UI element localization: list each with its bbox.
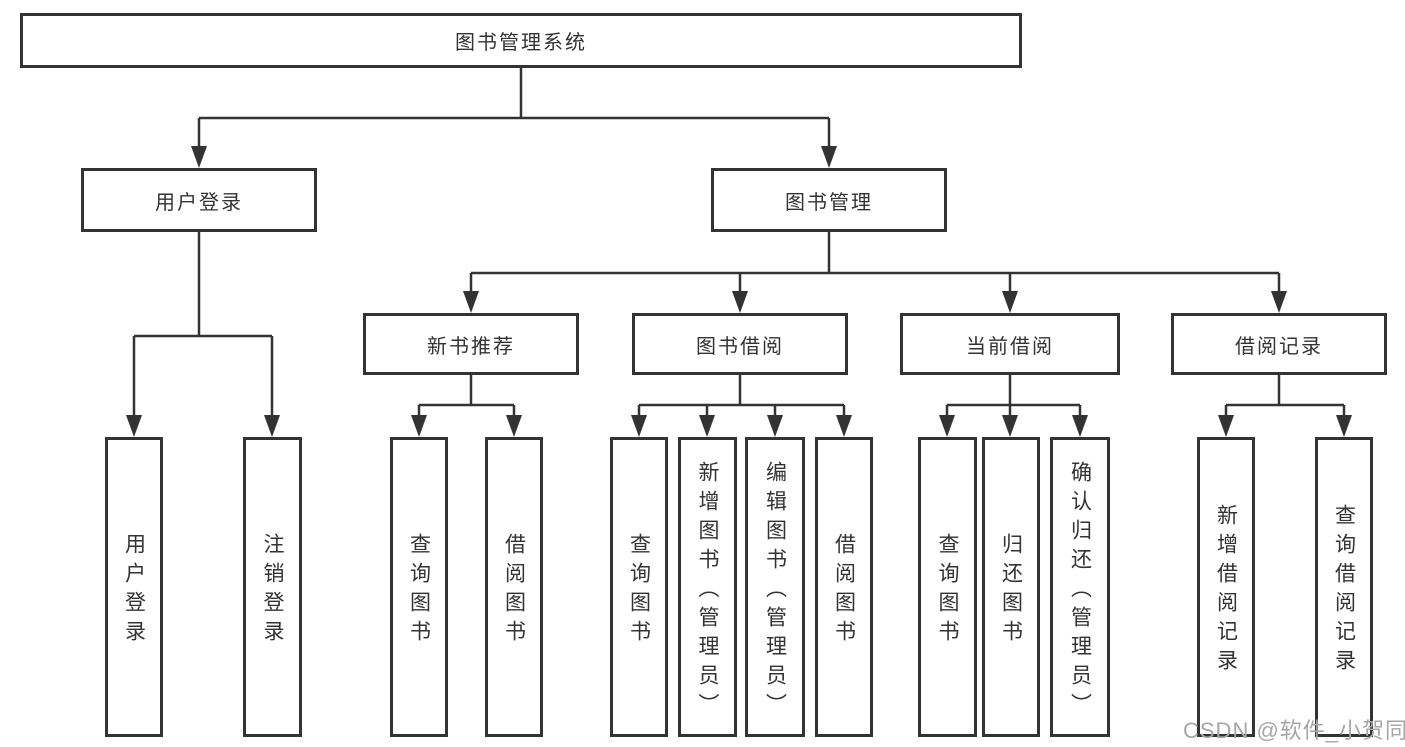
node-book-management: 图书管理 (711, 168, 947, 232)
node-new-book-recommend: 新书推荐 (363, 313, 579, 375)
node-label: 借阅图书 (502, 533, 526, 649)
leaf-search-books-current: 查询图书 (918, 437, 977, 737)
node-label: 当前借阅 (966, 335, 1054, 358)
node-label: 新增借阅记录 (1214, 504, 1238, 678)
leaf-confirm-return-admin: 确认归还（管理员） (1050, 437, 1110, 737)
leaf-return-books: 归还图书 (982, 437, 1040, 737)
leaf-user-login: 用户登录 (105, 437, 163, 737)
node-book-borrowing: 图书借阅 (632, 313, 848, 375)
node-label: 图书管理系统 (455, 32, 587, 54)
node-label: 新增图书（管理员） (696, 460, 719, 722)
node-user-login: 用户登录 (81, 168, 317, 232)
node-library-management-system: 图书管理系统 (20, 13, 1022, 68)
node-label: 查询图书 (407, 533, 431, 649)
leaf-add-books-admin: 新增图书（管理员） (678, 437, 737, 737)
node-label: 借阅记录 (1235, 335, 1323, 358)
node-label: 图书管理 (785, 191, 873, 214)
node-label: 借阅图书 (832, 533, 856, 649)
leaf-search-borrow-record: 查询借阅记录 (1315, 437, 1373, 737)
node-label: 编辑图书（管理员） (763, 460, 787, 722)
node-label: 用户登录 (122, 533, 146, 649)
csdn-watermark: CSDN @软件_小贺同学 (1183, 718, 1405, 743)
leaf-borrow-books: 借阅图书 (815, 437, 873, 737)
leaf-add-borrow-record: 新增借阅记录 (1197, 437, 1255, 737)
leaf-edit-books-admin: 编辑图书（管理员） (745, 437, 805, 737)
node-label: 查询图书 (936, 533, 959, 649)
node-label: 确认归还（管理员） (1068, 460, 1092, 722)
node-label: 新书推荐 (427, 335, 515, 358)
node-label: 注销登录 (261, 533, 284, 649)
node-label: 查询借阅记录 (1332, 504, 1356, 678)
leaf-search-books-recommend: 查询图书 (390, 437, 448, 737)
node-current-borrowing: 当前借阅 (900, 313, 1120, 375)
node-label: 归还图书 (999, 533, 1023, 649)
node-label: 查询图书 (627, 533, 651, 649)
leaf-logout: 注销登录 (243, 437, 302, 737)
node-label: 用户登录 (155, 191, 243, 214)
node-label: 图书借阅 (696, 335, 784, 358)
node-borrowing-records: 借阅记录 (1171, 313, 1387, 375)
leaf-borrow-books-recommend: 借阅图书 (485, 437, 543, 737)
leaf-search-books-borrowing: 查询图书 (610, 437, 668, 737)
